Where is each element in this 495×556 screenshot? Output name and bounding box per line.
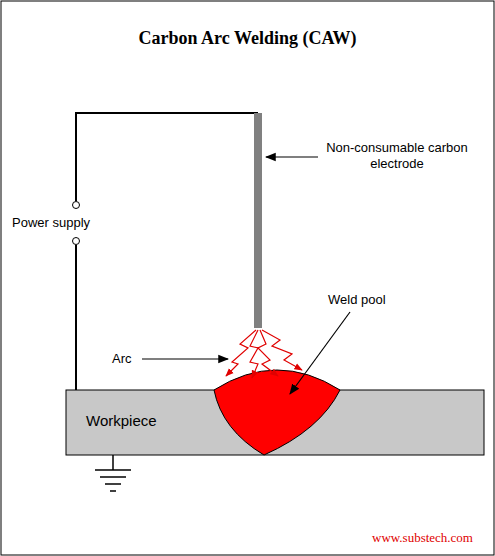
terminal [73,238,80,245]
watermark: www.substech.com [372,530,490,546]
ground-symbol [95,455,131,491]
arc-sparks [226,330,302,378]
part-label: Weld pool [328,292,418,308]
leader-line [142,358,228,359]
return-wire [75,245,77,390]
terminal [73,202,80,209]
weld-pool-shape [214,370,340,455]
workpiece-region: Workpiece [66,390,484,455]
supply-wire [76,113,258,201]
part-label: Power supply [12,215,122,231]
node-text: Workpiece [86,412,157,430]
leader-line [290,312,350,394]
leader-line [266,156,318,157]
part-label: Arc [112,351,142,367]
part-label: Non-consumable carbon electrode [322,140,472,171]
diagram-title: Carbon Arc Welding (CAW) [0,28,495,50]
carbon-electrode [254,113,262,328]
